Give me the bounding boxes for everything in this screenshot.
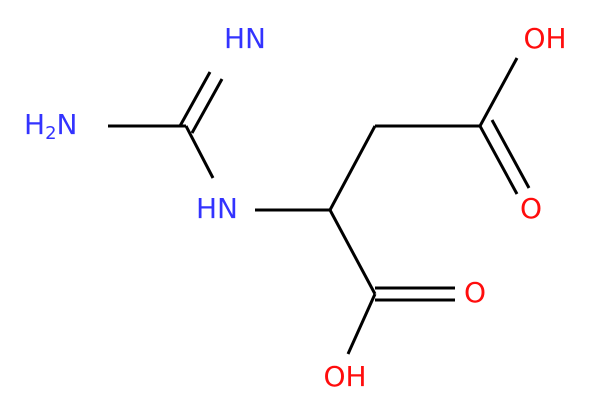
- atom-acid-bottom-oh: OH: [323, 360, 366, 393]
- bond-cooh-o-top-b: [490, 119, 531, 189]
- amine-n: N: [57, 108, 78, 141]
- atom-link-nh: HN: [196, 192, 238, 225]
- bond-cooh-oh-bottom: [346, 293, 377, 355]
- atom-labels: HN H2N HN OH O O OH: [24, 22, 567, 393]
- bond-alpha-cooh: [328, 209, 377, 295]
- atom-acid-top-oh: OH: [523, 22, 566, 55]
- atom-acid-top-o: O: [520, 192, 542, 225]
- bond-cooh-oh-top: [478, 57, 519, 127]
- bonds: [108, 57, 531, 355]
- amine-subscript: 2: [45, 123, 56, 144]
- amine-h: H: [24, 108, 45, 141]
- bond-c-nh-imine-b: [190, 78, 224, 134]
- bond-c-nh-imine-a: [178, 71, 212, 127]
- bond-c-nh-link: [184, 125, 215, 179]
- bond-cooh-o-top-a: [478, 125, 519, 195]
- bond-alpha-ch2: [328, 125, 377, 211]
- atom-imine-nh: HN: [224, 22, 266, 55]
- atom-amine-nh2: H2N: [24, 108, 77, 144]
- atom-acid-bottom-o: O: [464, 276, 486, 309]
